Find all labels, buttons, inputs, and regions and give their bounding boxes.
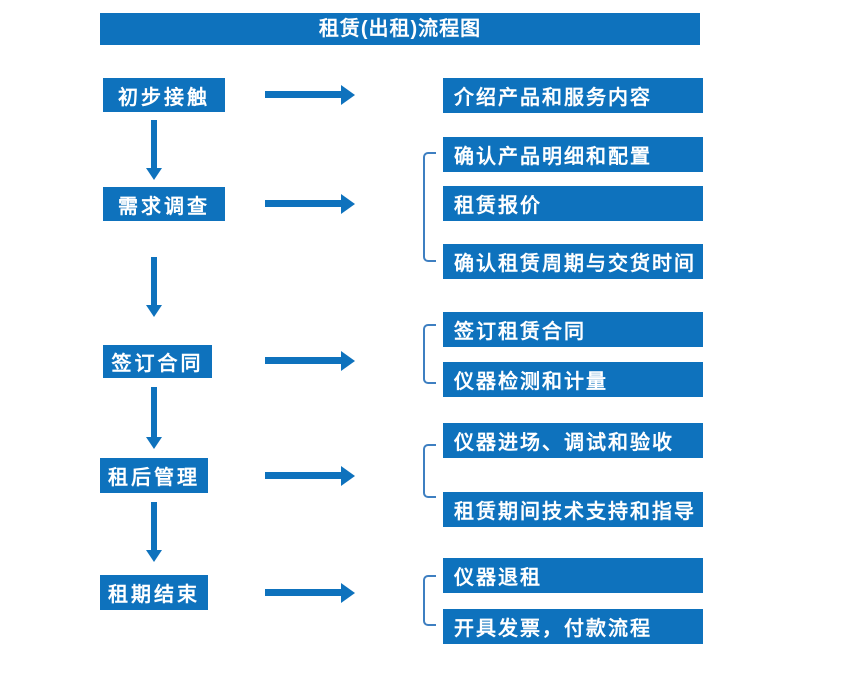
detail-box-rental-quotation: 租赁报价	[443, 186, 703, 221]
arrow-head-icon	[146, 305, 162, 317]
arrow-shaft	[151, 387, 157, 437]
arrow-shaft	[151, 502, 157, 550]
step-box-rental-end: 租期结束	[100, 575, 208, 610]
arrow-shaft	[265, 200, 342, 207]
detail-box-technical-support: 租赁期间技术支持和指导	[443, 492, 703, 527]
arrow-head-icon	[341, 85, 355, 105]
step-box-sign-contract: 签订合同	[103, 345, 212, 378]
flow-arrow-3	[265, 351, 355, 371]
arrow-shaft	[265, 91, 342, 98]
step-box-initial-contact: 初步接触	[103, 78, 225, 112]
down-arrow-3	[146, 387, 162, 449]
flow-arrow-5	[265, 583, 355, 603]
arrow-head-icon	[146, 550, 162, 562]
step-box-demand-survey: 需求调查	[103, 187, 225, 221]
arrow-head-icon	[146, 168, 162, 180]
detail-box-instrument-setup-acceptance: 仪器进场、调试和验收	[443, 423, 703, 458]
arrow-shaft	[265, 357, 342, 364]
arrow-head-icon	[341, 583, 355, 603]
detail-box-instrument-testing-metering: 仪器检测和计量	[443, 362, 703, 397]
down-arrow-2	[146, 257, 162, 317]
arrow-head-icon	[341, 194, 355, 214]
arrow-head-icon	[341, 466, 355, 486]
step-box-post-rental-management: 租后管理	[100, 458, 208, 493]
flow-arrow-4	[265, 466, 355, 486]
group-bracket-demand-survey	[423, 152, 436, 262]
arrow-head-icon	[341, 351, 355, 371]
arrow-shaft	[151, 257, 157, 305]
flow-arrow-1	[265, 85, 355, 105]
down-arrow-4	[146, 502, 162, 562]
group-bracket-rental-end	[423, 575, 436, 626]
group-bracket-post-rental-management	[423, 444, 436, 498]
group-bracket-sign-contract	[423, 324, 436, 384]
detail-box-instrument-return: 仪器退租	[443, 558, 703, 593]
detail-box-introduce-products-services: 介绍产品和服务内容	[443, 78, 703, 113]
detail-box-invoice-payment: 开具发票，付款流程	[443, 609, 703, 644]
flow-arrow-2	[265, 194, 355, 214]
flowchart-title: 租赁(出租)流程图	[100, 13, 700, 45]
detail-box-confirm-period-delivery: 确认租赁周期与交货时间	[443, 244, 703, 279]
arrow-head-icon	[146, 437, 162, 449]
detail-box-sign-rental-contract: 签订租赁合同	[443, 312, 703, 347]
arrow-shaft	[265, 472, 342, 479]
detail-box-confirm-product-details: 确认产品明细和配置	[443, 137, 703, 172]
arrow-shaft	[265, 589, 342, 596]
arrow-shaft	[151, 120, 157, 168]
down-arrow-1	[146, 120, 162, 180]
